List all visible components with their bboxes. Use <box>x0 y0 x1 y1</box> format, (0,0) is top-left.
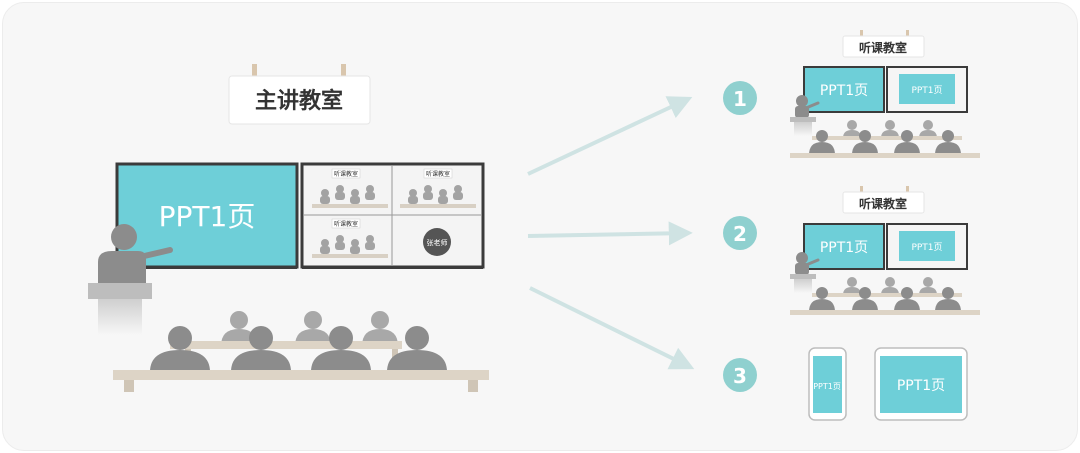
room-2-board-right: PPT1页 <box>911 242 942 253</box>
arrow-to-room-1 <box>527 96 693 176</box>
panel-audience-3 <box>312 235 388 258</box>
room-1-sign: 听课教室 <box>859 40 907 55</box>
panel-label-1: 听课教室 <box>334 170 358 178</box>
main-board-text: PPT1页 <box>159 200 256 233</box>
badge-3: 3 <box>723 358 757 392</box>
panel-avatar-text: 张老师 <box>427 238 448 247</box>
badge-1: 1 <box>723 81 757 115</box>
mobile-devices: PPT1页 PPT1页 <box>808 347 968 421</box>
room-1-board-left: PPT1页 <box>820 83 868 99</box>
room-2-sign: 听课教室 <box>859 196 907 211</box>
phone-screen-text: PPT1页 <box>813 382 841 391</box>
arrow-to-devices <box>529 286 695 370</box>
panel-audience-2 <box>400 185 476 208</box>
main-teacher <box>88 224 173 335</box>
listening-room-1: 听课教室 PPT1页 PPT1页 <box>790 30 980 158</box>
arrow-to-room-2 <box>527 221 693 246</box>
badge-2: 2 <box>723 216 757 250</box>
badge-2-number: 2 <box>733 222 747 246</box>
main-board: PPT1页 <box>115 162 299 269</box>
arrows <box>527 96 695 370</box>
tablet-screen-text: PPT1页 <box>897 378 945 394</box>
panel-label-3: 听课教室 <box>334 220 358 228</box>
main-room-title: 主讲教室 <box>255 88 343 114</box>
listening-room-2: 听课教室 PPT1页 PPT1页 <box>790 186 980 315</box>
main-audience <box>113 311 489 392</box>
main-monitor-panel: 听课教室 听课教室 听课教室 张老师 <box>300 162 485 269</box>
badge-1-number: 1 <box>733 87 747 111</box>
badge-3-number: 3 <box>733 364 747 388</box>
main-room-sign: 主讲教室 <box>228 64 371 125</box>
panel-label-2: 听课教室 <box>426 170 450 178</box>
panel-teacher-avatar: 张老师 <box>423 228 451 256</box>
phone-device: PPT1页 <box>808 347 847 421</box>
room-2-board-left: PPT1页 <box>820 240 868 256</box>
room-1-board-right: PPT1页 <box>911 85 942 96</box>
tablet-device: PPT1页 <box>874 347 968 421</box>
panel-audience-1 <box>312 185 388 208</box>
